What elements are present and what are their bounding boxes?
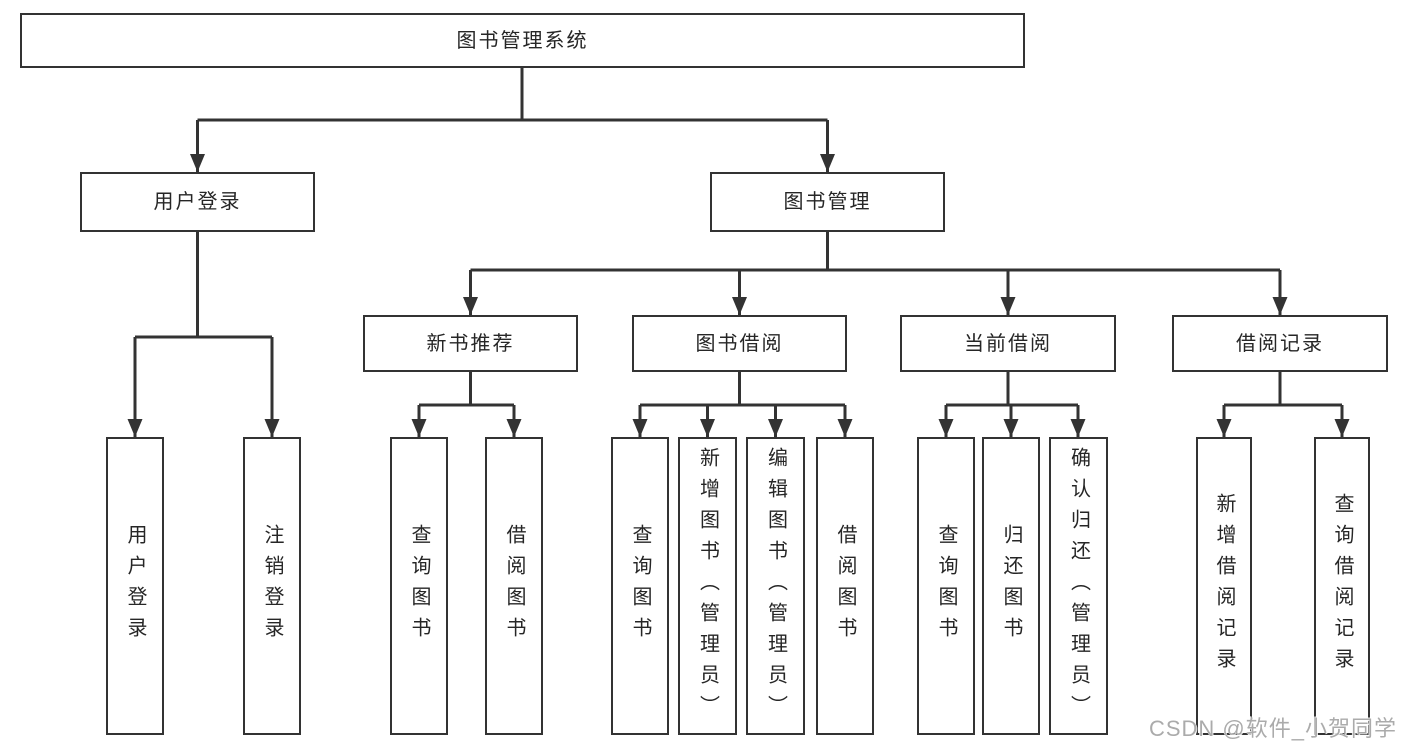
node-borrow-records-label: 借阅记录 xyxy=(1236,332,1324,355)
node-user-login-label: 用户登录 xyxy=(153,191,242,213)
trunk-book-management xyxy=(470,232,1280,272)
leaf-br-add-record: 新增借阅记录 xyxy=(1196,437,1252,735)
leaf-bb-borrow-books: 借阅图书 xyxy=(816,437,874,735)
leaf-nbr-borrow-books: 借阅图书 xyxy=(485,437,543,735)
node-current-borrow: 当前借阅 xyxy=(900,315,1116,372)
node-book-management: 图书管理 xyxy=(710,172,945,232)
leaf-br-add-record-label: 新增借阅记录 xyxy=(1213,493,1235,679)
leaf-user-login-label: 用户登录 xyxy=(124,524,146,648)
leaf-bb-query-books: 查询图书 xyxy=(611,437,669,735)
trunk-book-borrow xyxy=(640,372,845,407)
leaf-bb-query-books-label: 查询图书 xyxy=(629,524,651,648)
leaf-br-query-record: 查询借阅记录 xyxy=(1314,437,1370,735)
trunk-new-book-recommend xyxy=(419,372,514,407)
trunk-root xyxy=(197,68,828,122)
node-current-borrow-label: 当前借阅 xyxy=(964,332,1052,355)
leaf-cb-query-books-label: 查询图书 xyxy=(935,524,957,648)
leaf-cb-return-books-label: 归还图书 xyxy=(1000,524,1022,648)
node-book-borrow: 图书借阅 xyxy=(632,315,847,372)
leaf-bb-add-books-admin-label: 新增图书（管理员） xyxy=(696,446,719,726)
leaf-bb-add-books-admin: 新增图书（管理员） xyxy=(678,437,737,735)
csdn-watermark: CSDN @软件_小贺同学 xyxy=(1148,716,1397,741)
leaf-logout: 注销登录 xyxy=(243,437,301,735)
leaf-user-login: 用户登录 xyxy=(106,437,164,735)
leaf-cb-confirm-return-admin: 确认归还（管理员） xyxy=(1049,437,1108,735)
leaf-nbr-borrow-books-label: 借阅图书 xyxy=(503,524,525,648)
node-book-management-label: 图书管理 xyxy=(783,191,872,213)
leaf-bb-edit-books-admin-label: 编辑图书（管理员） xyxy=(764,446,787,726)
node-root-label: 图书管理系统 xyxy=(456,29,589,52)
leaf-cb-return-books: 归还图书 xyxy=(982,437,1040,735)
leaf-logout-label: 注销登录 xyxy=(261,524,283,648)
leaf-bb-borrow-books-label: 借阅图书 xyxy=(834,524,856,648)
node-root: 图书管理系统 xyxy=(20,13,1025,68)
leaf-bb-edit-books-admin: 编辑图书（管理员） xyxy=(746,437,805,735)
leaf-cb-query-books: 查询图书 xyxy=(917,437,975,735)
node-borrow-records: 借阅记录 xyxy=(1172,315,1388,372)
leaf-nbr-query-books-label: 查询图书 xyxy=(408,524,430,648)
node-book-borrow-label: 图书借阅 xyxy=(695,332,784,355)
node-new-book-recommend-label: 新书推荐 xyxy=(426,332,515,355)
trunk-current-borrow xyxy=(946,372,1078,407)
leaf-nbr-query-books: 查询图书 xyxy=(390,437,448,735)
leaf-cb-confirm-return-admin-label: 确认归还（管理员） xyxy=(1067,446,1090,726)
node-user-login: 用户登录 xyxy=(80,172,315,232)
trunk-borrow-records xyxy=(1224,372,1342,407)
leaf-br-query-record-label: 查询借阅记录 xyxy=(1331,493,1353,679)
node-new-book-recommend: 新书推荐 xyxy=(363,315,578,372)
trunk-user-login xyxy=(135,232,272,339)
